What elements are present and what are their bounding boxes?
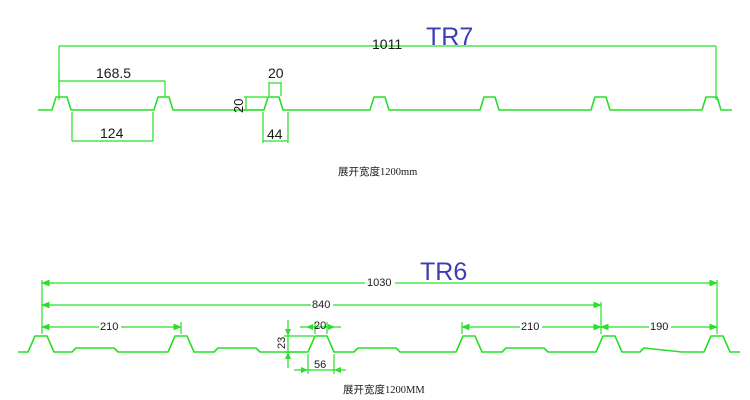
tr7-overall-label: 1011 <box>372 36 402 52</box>
tr7-drawing: 1011 168.5 124 20 20 44 TR7 展开宽度1200mm <box>38 23 732 178</box>
tr7-profile <box>38 96 732 111</box>
tr7-bottom-label: 124 <box>100 125 124 141</box>
tr6-title: TR6 <box>420 258 467 286</box>
tr6-edge-label: 190 <box>650 321 668 333</box>
tr6-span-label: 840 <box>312 299 330 311</box>
tr7-height-label: 20 <box>231 99 246 113</box>
tr6-drawing: 1030 840 210 20 23 56 <box>18 258 740 396</box>
tr6-top-width-label: 20 <box>314 320 326 332</box>
tr6-caption: 展开宽度1200MM <box>343 383 425 396</box>
tr7-title: TR7 <box>426 23 473 51</box>
tr7-pitch-label: 168.5 <box>96 65 131 81</box>
tr6-overall-label: 1030 <box>367 277 391 289</box>
tr6-profile <box>18 335 740 353</box>
tr6-base-width-label: 56 <box>314 359 326 371</box>
tr6-height-label: 23 <box>276 337 288 349</box>
tr7-base-width-label: 44 <box>267 126 283 142</box>
tr6-pitch-left-label: 210 <box>100 321 118 333</box>
tr6-pitch-right-label: 210 <box>521 321 539 333</box>
tr7-caption: 展开宽度1200mm <box>338 165 417 178</box>
tr7-top-width-label: 20 <box>268 65 284 81</box>
